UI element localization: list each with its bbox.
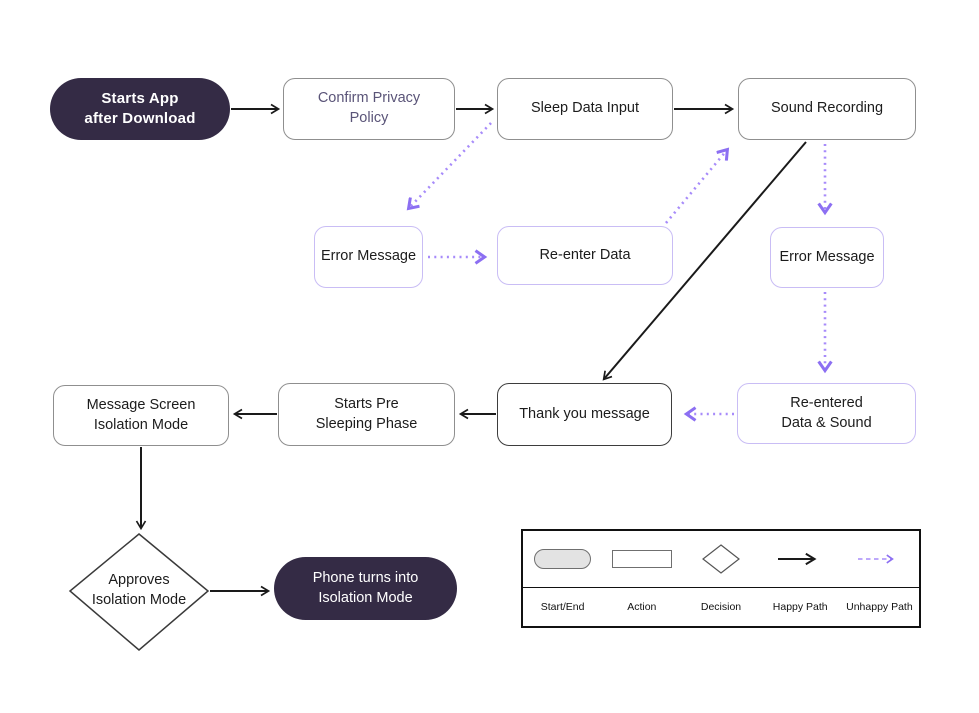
node-starts-pre-sleeping: Starts Pre Sleeping Phase bbox=[278, 383, 455, 446]
legend-shape-row bbox=[523, 531, 919, 588]
node-approves-isolation-label: Approves Isolation Mode bbox=[91, 572, 187, 608]
legend-item-decision bbox=[681, 531, 760, 587]
node-message-screen-isolation: Message Screen Isolation Mode bbox=[53, 385, 229, 446]
node-sound-recording: Sound Recording bbox=[738, 78, 916, 140]
node-reenter-data: Re-enter Data bbox=[497, 226, 673, 285]
unhappy-path-arrow bbox=[858, 554, 895, 564]
legend-label-decision: Decision bbox=[700, 601, 742, 613]
legend-label-happy-path: Happy Path bbox=[772, 601, 828, 613]
happy-path-arrow bbox=[778, 552, 817, 566]
node-reentered-data-sound: Re-entered Data & Sound bbox=[737, 383, 916, 444]
legend-label-start-end: Start/End bbox=[540, 601, 585, 613]
decision-shape bbox=[702, 544, 740, 574]
legend-label-unhappy-path: Unhappy Path bbox=[846, 601, 913, 613]
action-shape bbox=[611, 550, 672, 568]
edge-reenter-to-sound bbox=[665, 150, 727, 224]
node-thank-you-message: Thank you message bbox=[497, 383, 672, 446]
legend-label-row: Start/End Action Decision Happy Path Unh… bbox=[523, 588, 919, 626]
start-end-shape bbox=[534, 549, 592, 569]
node-error-message-right: Error Message bbox=[770, 227, 884, 288]
node-confirm-privacy-policy: Confirm Privacy Policy bbox=[283, 78, 455, 140]
legend-item-unhappy-path bbox=[840, 531, 919, 587]
legend-item-start-end bbox=[523, 531, 602, 587]
legend-item-happy-path bbox=[761, 531, 840, 587]
legend-label-action: Action bbox=[627, 601, 657, 613]
node-sleep-data-input: Sleep Data Input bbox=[497, 78, 673, 140]
legend: Start/End Action Decision Happy Path Unh… bbox=[521, 529, 921, 628]
legend-item-action bbox=[602, 531, 681, 587]
node-starts-app: Starts App after Download bbox=[50, 78, 230, 140]
node-phone-isolation-mode: Phone turns into Isolation Mode bbox=[274, 557, 457, 620]
node-error-message-left: Error Message bbox=[314, 226, 423, 288]
